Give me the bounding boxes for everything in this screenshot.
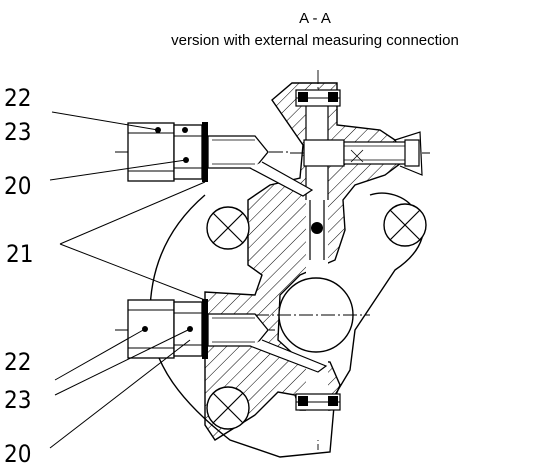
callout-22-top: 22 <box>4 84 31 112</box>
callout-22-bottom: 22 <box>4 348 31 376</box>
leader-lines <box>49 111 206 449</box>
section-title: A - A <box>299 10 331 27</box>
bolt-hole-right <box>383 203 427 247</box>
bolt-hole-left-top <box>206 206 250 250</box>
callout-20-bottom: 20 <box>4 440 31 468</box>
upper-fitting <box>115 122 314 197</box>
top-cap <box>295 89 341 107</box>
ball-check <box>311 222 323 234</box>
callout-23-top: 23 <box>4 118 31 146</box>
bolt-hole-left-bottom <box>206 386 250 430</box>
vertical-bore <box>306 100 328 440</box>
right-screw <box>290 131 430 176</box>
section-subtitle: version with external measuring connecti… <box>171 32 459 49</box>
lower-fitting <box>115 299 328 373</box>
callout-20-top: 20 <box>4 172 31 200</box>
bottom-cap <box>295 393 341 411</box>
callout-23-bottom: 23 <box>4 386 31 414</box>
callout-21: 21 <box>6 240 33 268</box>
